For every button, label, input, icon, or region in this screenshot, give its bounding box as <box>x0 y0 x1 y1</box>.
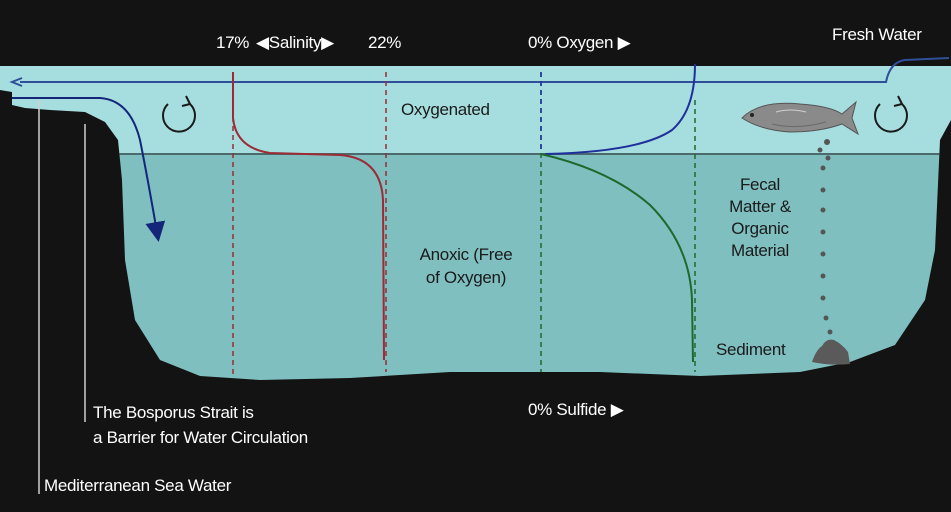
anoxic-label-line2: of Oxygen) <box>425 268 507 287</box>
salinity-label: ◀Salinity▶ <box>256 33 334 52</box>
sea-basin <box>0 66 951 380</box>
mediterranean-label: Mediterranean Sea Water <box>44 476 232 495</box>
fecal-particles <box>817 139 833 335</box>
sediment-pile <box>812 339 850 365</box>
oxygen-curve <box>544 63 696 155</box>
fecal-label-line2: Matter & <box>729 197 791 216</box>
bosporus-label-line2: a Barrier for Water Circulation <box>93 428 308 447</box>
fish-icon <box>741 100 859 136</box>
sulfide-curve <box>540 153 694 363</box>
anoxic-label-line1: Anoxic (Free <box>419 245 513 264</box>
salinity-high-label: 22% <box>368 33 402 52</box>
fecal-label-line3: Organic <box>731 219 789 238</box>
fecal-label-line1: Fecal <box>739 175 781 194</box>
surface-flow-line <box>20 57 950 83</box>
oxygen-label: 0% Oxygen ▶ <box>528 33 631 52</box>
fresh-water-label: Fresh Water <box>832 25 922 44</box>
bosporus-label-line1: The Bosporus Strait is <box>93 403 254 422</box>
anoxic-layer <box>0 154 951 380</box>
oxygenated-label: Oxygenated <box>401 100 490 119</box>
surface-arrow-head <box>9 77 23 87</box>
salinity-curve <box>232 72 385 361</box>
circulation-right-icon <box>874 95 908 133</box>
sediment-label: Sediment <box>716 340 786 359</box>
sulfide-label: 0% Sulfide ▶ <box>528 400 624 419</box>
salinity-low-label: 17% <box>216 33 250 52</box>
circulation-left-icon <box>162 95 196 133</box>
mediterranean-inflow-arrow <box>12 97 166 242</box>
fecal-label-line4: Material <box>730 241 790 260</box>
